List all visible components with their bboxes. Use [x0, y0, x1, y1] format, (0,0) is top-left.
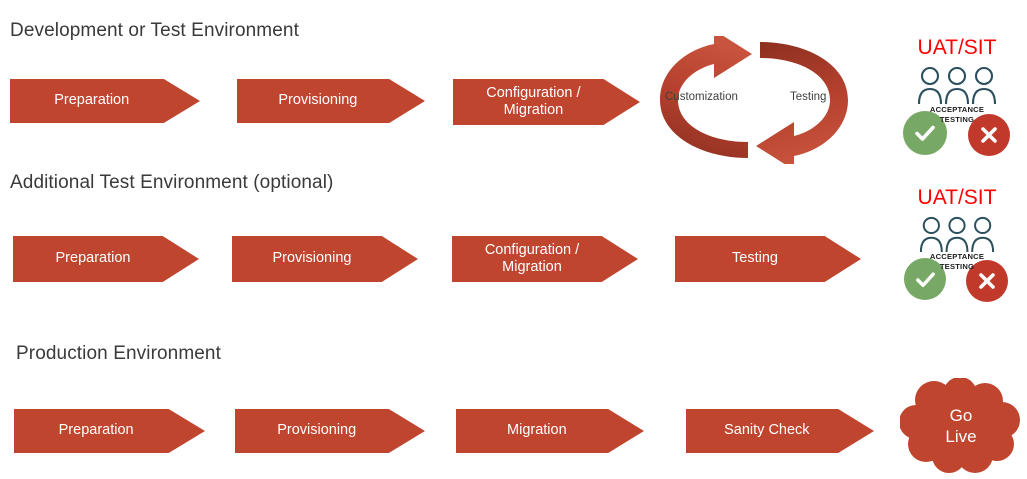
- acceptance-people-icon: [916, 65, 998, 110]
- step-arrow-provisioning-dev[interactable]: Provisioning: [237, 79, 425, 123]
- cross-icon: [966, 260, 1008, 302]
- step-arrow-label: Provisioning: [272, 250, 352, 267]
- acceptance-testing-caption: ACCEPTANCE TESTING: [929, 105, 985, 124]
- check-icon: [903, 111, 947, 155]
- go-live-label: Go Live: [945, 405, 977, 446]
- step-arrow-sanity-check-prod[interactable]: Sanity Check: [686, 409, 874, 453]
- step-arrow-label: Preparation: [58, 422, 134, 439]
- uat-sit-title: UAT/SIT: [917, 186, 997, 209]
- row-title-production-environment: Production Environment: [16, 343, 221, 364]
- check-icon: [904, 258, 946, 300]
- step-arrow-provisioning-prod[interactable]: Provisioning: [235, 409, 425, 453]
- uat-sit-title: UAT/SIT: [917, 36, 997, 59]
- step-arrow-label: Migration: [507, 422, 567, 439]
- row-title-additional-test-environment: Additional Test Environment (optional): [10, 172, 334, 193]
- cycle-label-testing: Testing: [790, 91, 827, 103]
- cross-icon: [968, 114, 1010, 156]
- step-arrow-label: Preparation: [55, 250, 131, 267]
- step-arrow-configuration-migration-dev[interactable]: Configuration / Migration: [453, 79, 640, 125]
- uat-sit-badge-dev: UAT/SIT ACCEPTANCE TESTING: [896, 36, 1018, 158]
- cloud-shape-icon: [899, 377, 1020, 473]
- step-arrow-migration-prod[interactable]: Migration: [456, 409, 644, 453]
- cycle-arc-right: [756, 42, 848, 170]
- step-arrow-preparation-dev[interactable]: Preparation: [10, 79, 200, 123]
- row-title-development-or-test-environment: Development or Test Environment: [10, 20, 299, 41]
- step-arrow-label: Preparation: [54, 92, 130, 109]
- acceptance-people-icon: [918, 215, 996, 258]
- customization-testing-cycle: Customization Testing: [648, 30, 860, 170]
- step-arrow-label: Sanity Check: [724, 422, 810, 439]
- step-arrow-testing-test[interactable]: Testing: [675, 236, 861, 282]
- acceptance-testing-caption: ACCEPTANCE TESTING: [929, 252, 985, 271]
- go-live-cloud[interactable]: Go Live: [899, 377, 1022, 474]
- step-arrow-label: Provisioning: [278, 92, 358, 109]
- step-arrow-preparation-test[interactable]: Preparation: [13, 236, 199, 282]
- cycle-arc-left: [660, 30, 752, 158]
- step-arrow-label: Provisioning: [277, 422, 357, 439]
- step-arrow-configuration-migration-test[interactable]: Configuration / Migration: [452, 236, 638, 282]
- cycle-arrows-icon: [660, 30, 848, 170]
- cycle-label-customization: Customization: [665, 91, 738, 103]
- step-arrow-label: Configuration / Migration: [484, 241, 580, 275]
- step-arrow-preparation-prod[interactable]: Preparation: [14, 409, 205, 453]
- step-arrow-label: Testing: [732, 250, 778, 267]
- step-arrow-label: Configuration / Migration: [486, 84, 581, 118]
- uat-sit-badge-test: UAT/SIT ACCEPTANCE TESTING: [896, 186, 1018, 304]
- step-arrow-provisioning-test[interactable]: Provisioning: [232, 236, 418, 282]
